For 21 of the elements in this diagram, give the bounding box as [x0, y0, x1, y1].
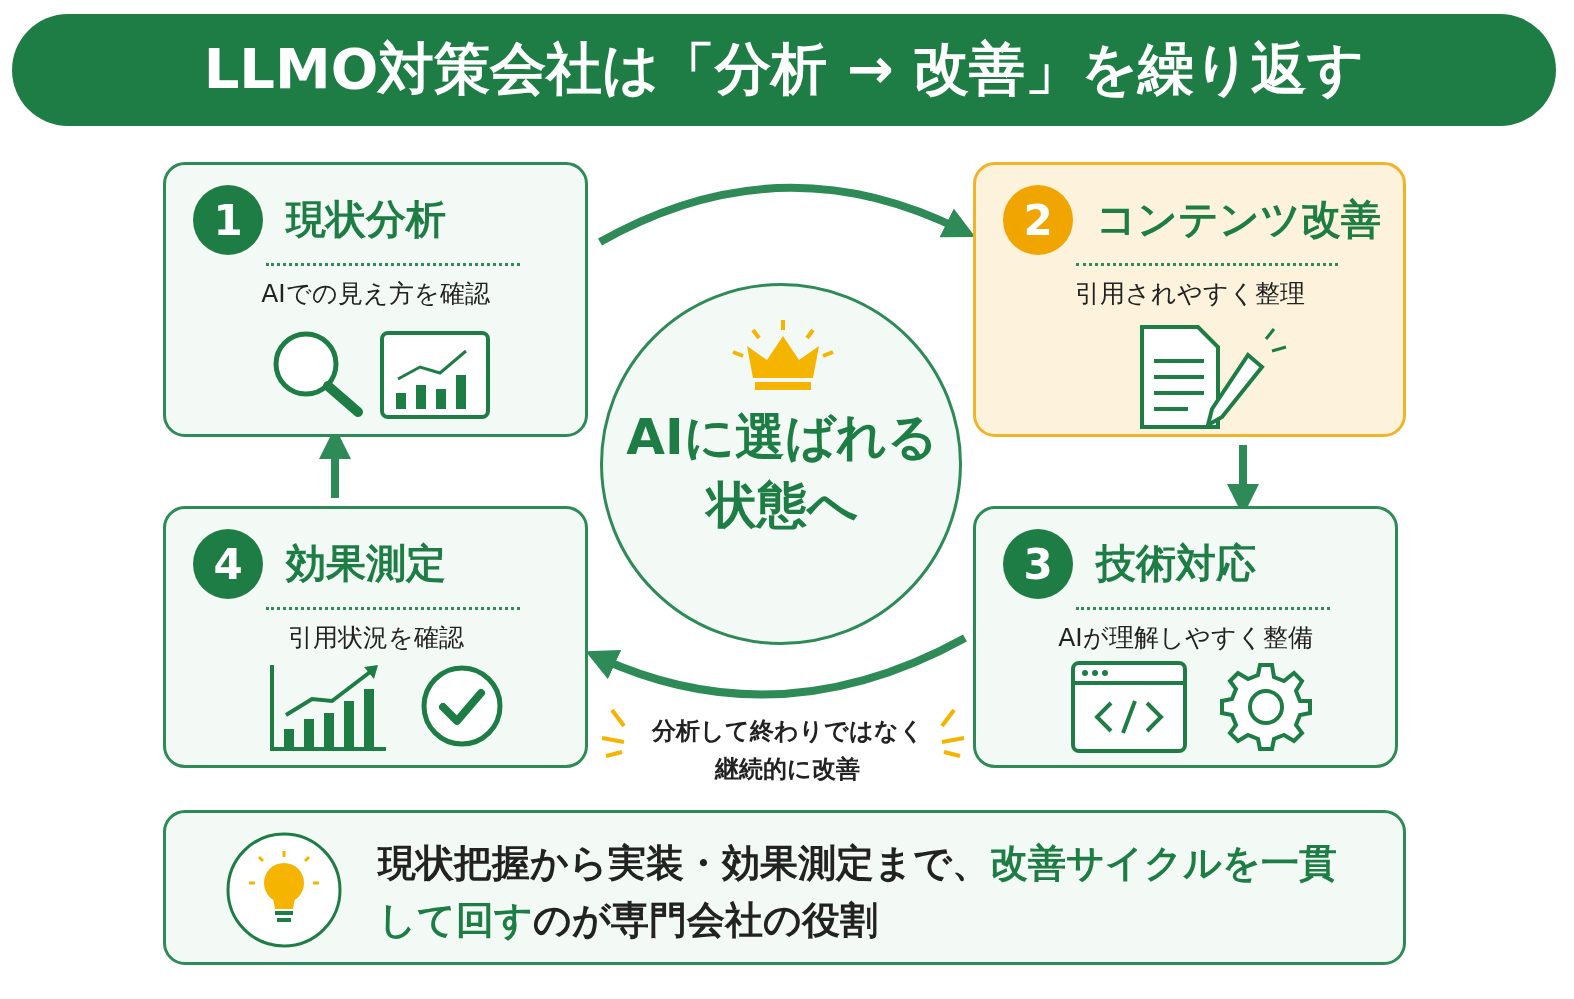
step-description: AIが理解しやすく整備 — [1057, 622, 1314, 654]
step-card — [163, 506, 588, 768]
step-heading: 技術対応 — [1096, 539, 1256, 588]
step-description: AIでの見え方を確認 — [260, 278, 491, 310]
goal-text: AIに選ばれる状態へ — [625, 407, 939, 536]
summary-panel — [163, 810, 1406, 965]
step-heading: 効果測定 — [286, 539, 446, 588]
summary-text: 現状把握から実装・効果測定まで、改善サイクルを一貫して回すのが専門会社の役割 — [378, 840, 1338, 944]
cycle-note: 分析して終わりではなく継続的に改善 — [650, 716, 925, 786]
step-number-badge: 2 — [1003, 185, 1073, 255]
step-description: 引用されやすく整理 — [1073, 278, 1306, 310]
step-card — [973, 162, 1406, 437]
step-number-badge: 1 — [193, 185, 263, 255]
step-card — [973, 506, 1398, 768]
step-description: 引用状況を確認 — [286, 622, 465, 654]
step-number-badge: 3 — [1003, 529, 1073, 599]
title-banner: LLMO対策会社は「分析 → 改善」を繰り返す — [12, 14, 1556, 126]
step-heading: コンテンツ改善 — [1096, 195, 1381, 244]
step-number-badge: 4 — [193, 529, 263, 599]
step-heading: 現状分析 — [286, 195, 446, 244]
step-card — [163, 162, 588, 437]
